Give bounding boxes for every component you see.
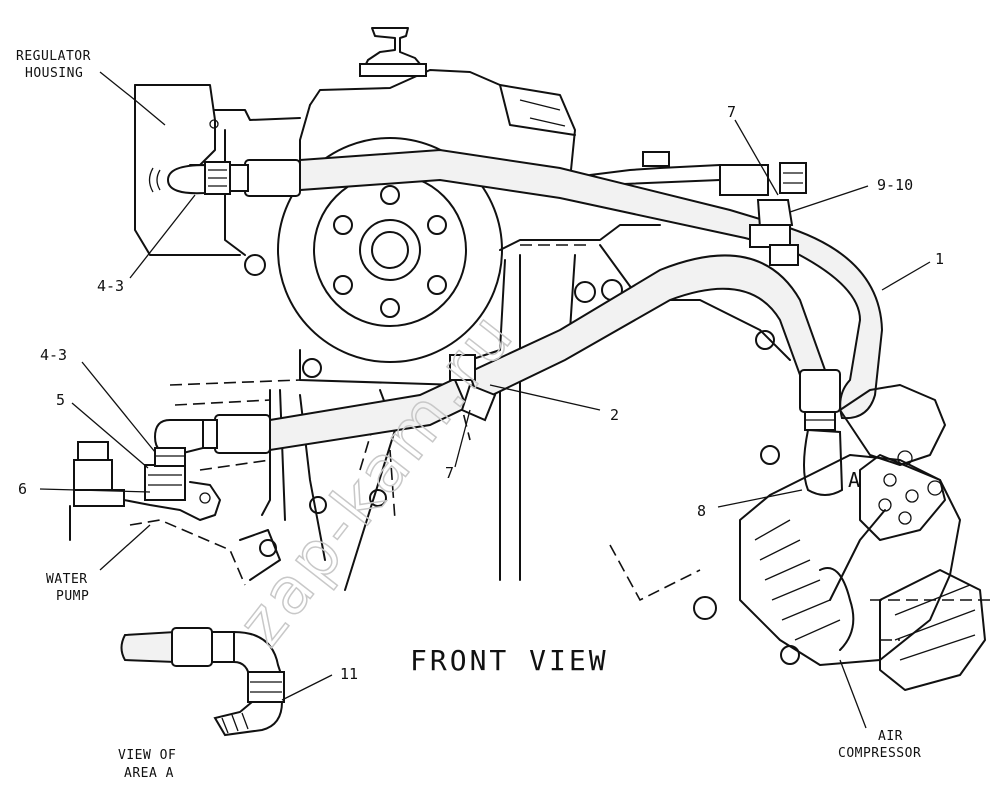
label-item-1: 1 (935, 250, 944, 268)
label-item-2: 2 (610, 406, 619, 424)
label-item-4-3-upper: 4-3 (97, 277, 124, 295)
label-regulator-housing-line2: HOUSING (25, 66, 83, 81)
label-item-11: 11 (340, 665, 358, 683)
clamp-fitting-top (719, 162, 807, 266)
label-view-of-area-line1: VIEW OF (118, 748, 176, 763)
label-water-pump-line2: PUMP (56, 589, 89, 604)
label-item-5: 5 (56, 391, 65, 409)
label-regulator-housing-line1: REGULATOR (16, 49, 91, 64)
air-compressor (739, 384, 990, 691)
page-title: FRONT VIEW (410, 644, 609, 677)
label-item-7-top: 7 (727, 103, 736, 121)
label-item-8: 8 (697, 502, 706, 520)
hose-2 (153, 254, 844, 496)
hose-1 (148, 148, 884, 420)
label-air-compressor-line2: COMPRESSOR (838, 746, 921, 761)
label-item-9-10: 9-10 (877, 176, 913, 194)
engine-block (129, 27, 900, 665)
area-a-detail (120, 627, 285, 737)
water-pump (69, 441, 221, 541)
label-water-pump-line1: WATER (46, 572, 88, 587)
label-item-4-3-lower: 4-3 (40, 346, 67, 364)
leader-lines (39, 71, 931, 729)
label-area-a-marker: A (848, 468, 860, 492)
label-air-compressor-line1: AIR (878, 729, 903, 744)
label-item-7-mid: 7 (445, 464, 454, 482)
label-item-6: 6 (18, 480, 27, 498)
callout-labels: REGULATOR HOUSING 7 9-10 1 4-3 4-3 5 6 2… (16, 49, 944, 781)
label-view-of-area-line2: AREA A (124, 766, 174, 781)
